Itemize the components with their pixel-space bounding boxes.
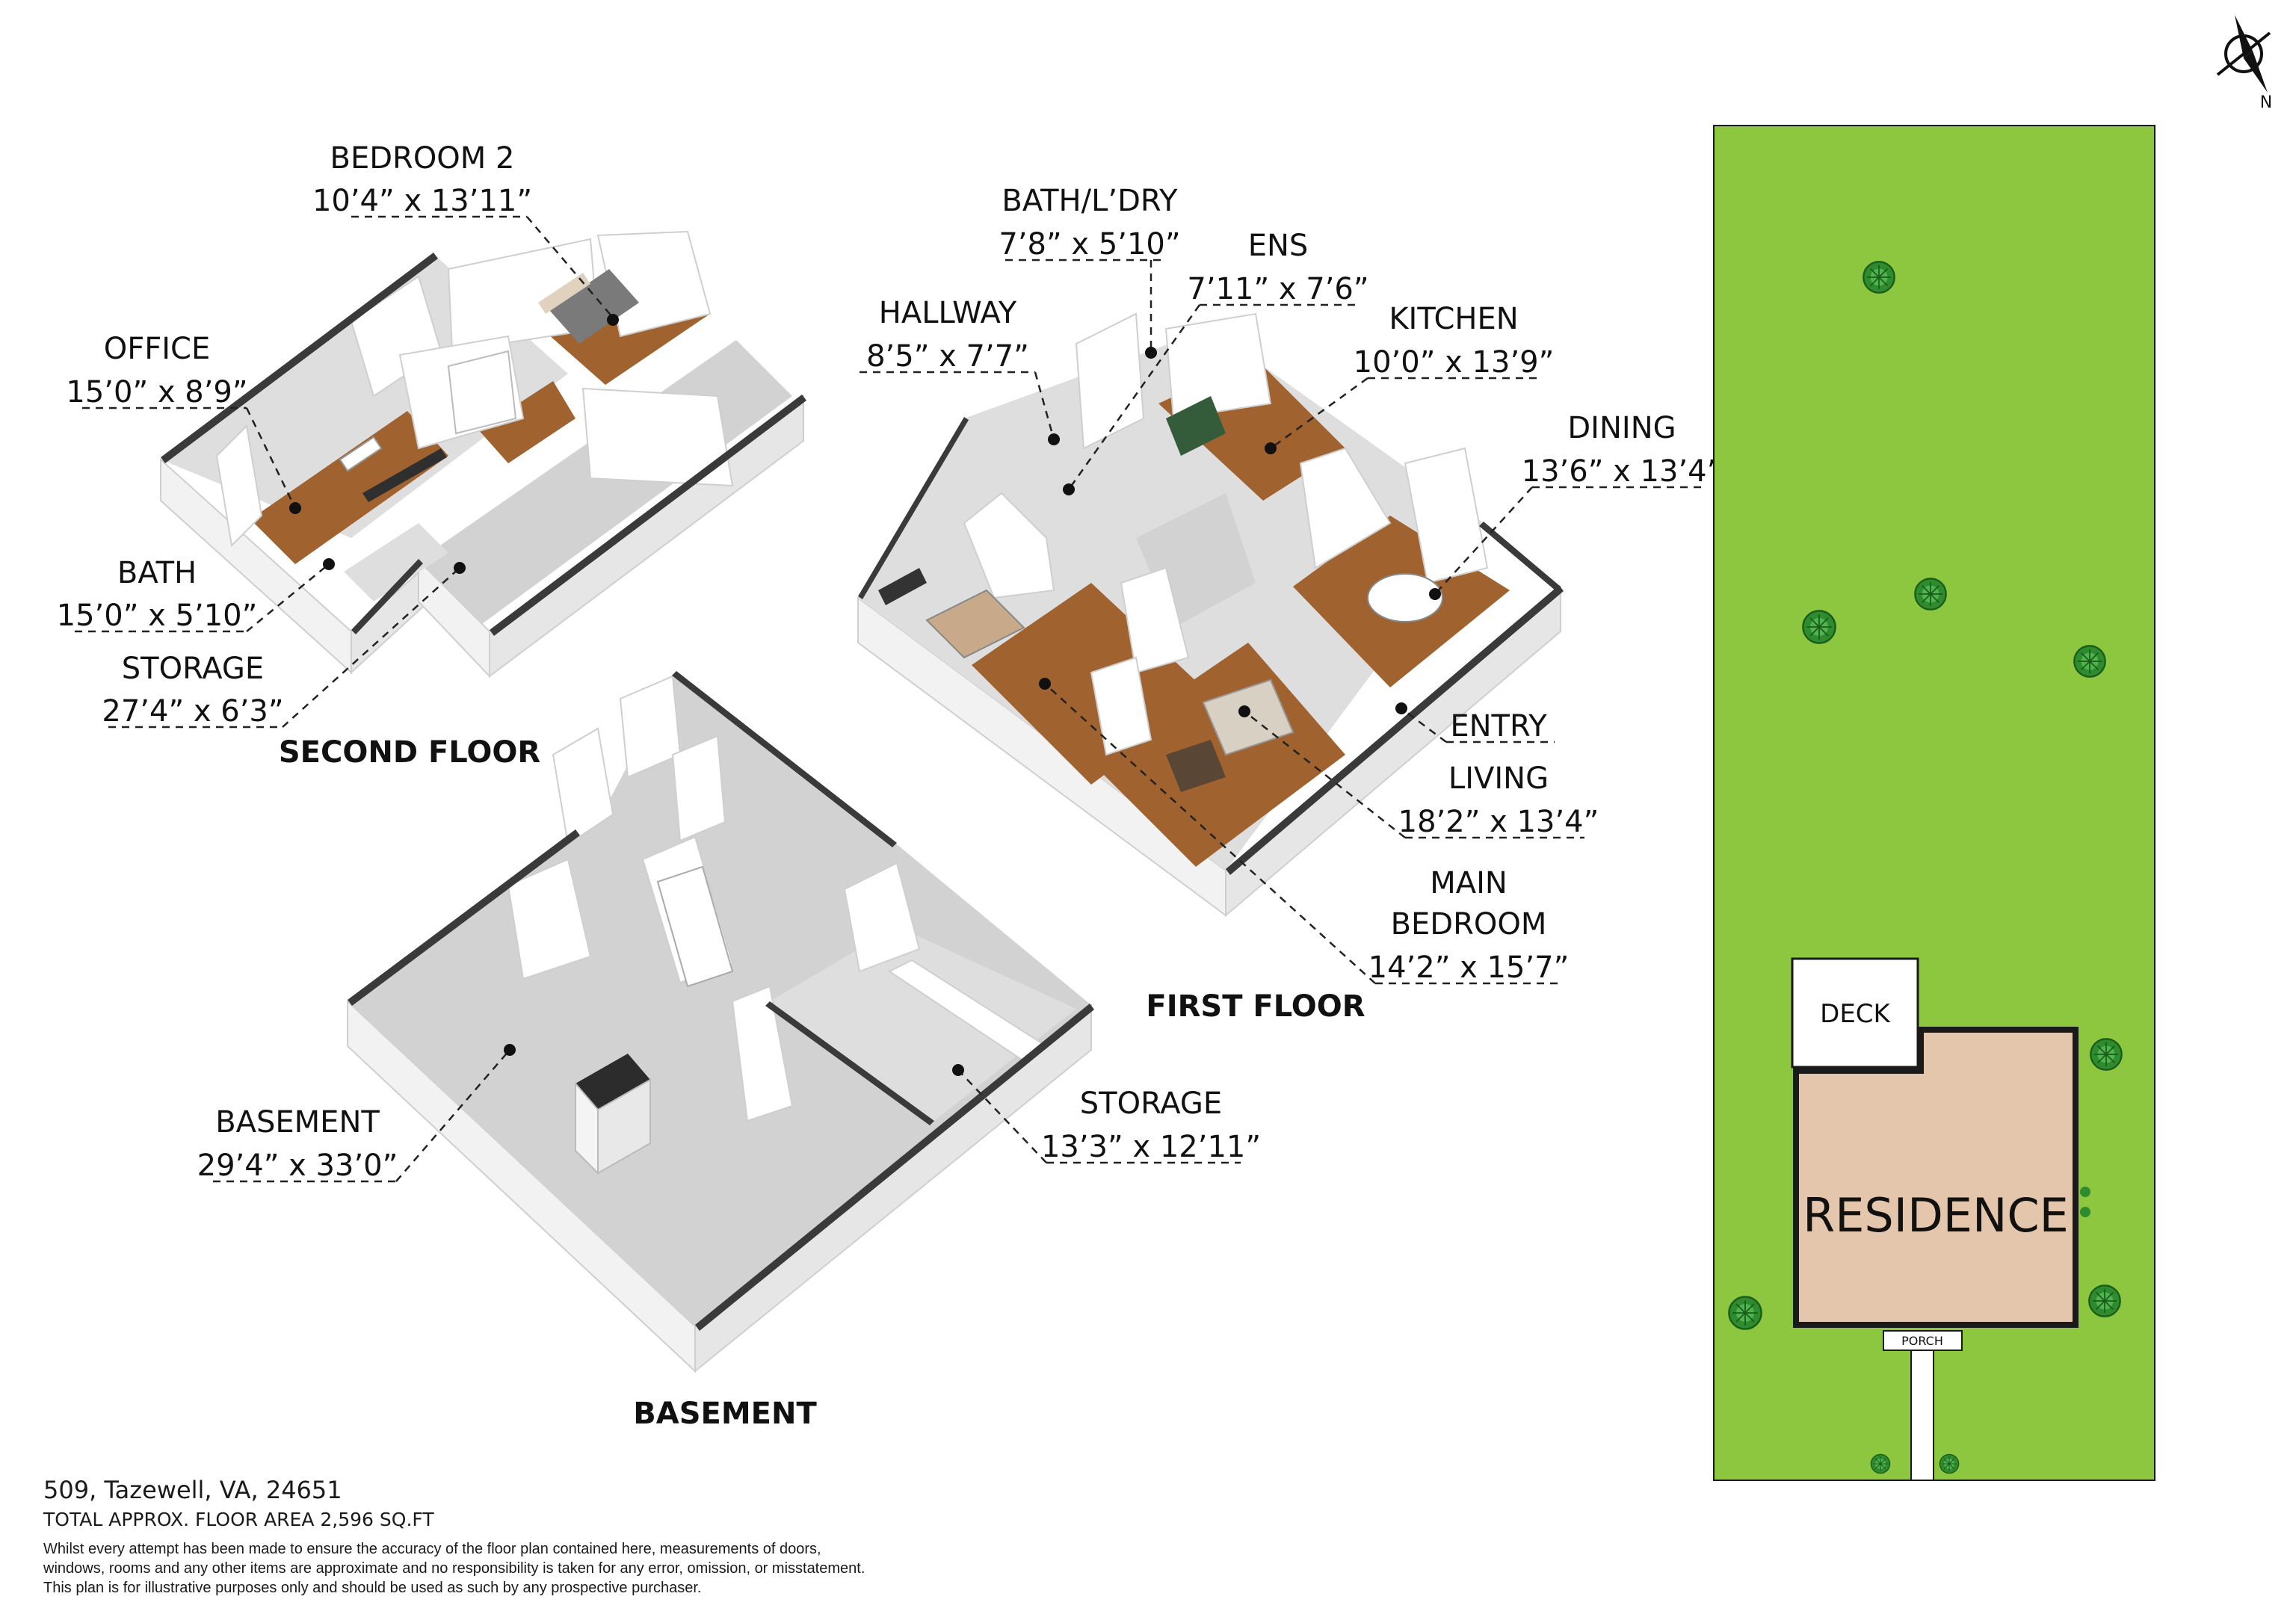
title-first-floor: FIRST FLOOR (1146, 989, 1365, 1024)
basement-model (347, 671, 1094, 1373)
tree-icon (2090, 1038, 2123, 1071)
residence-label: RESIDENCE (1803, 1188, 2069, 1243)
tree-icon (1870, 1453, 1891, 1474)
label-basement-room: BASEMENT 29’4” x 33’0” (197, 1044, 516, 1183)
label-dining: DINING 13’6” x 13’4” (1429, 411, 1722, 600)
porch-label: PORCH (1901, 1334, 1943, 1348)
svg-text:MAIN: MAIN (1430, 866, 1507, 900)
label-entry: ENTRY (1395, 702, 1555, 744)
svg-text:OFFICE: OFFICE (104, 332, 211, 366)
label-storage-second: STORAGE 27’4” x 6’3” (102, 562, 466, 729)
label-kitchen: KITCHEN 10’0” x 13’9” (1265, 302, 1554, 454)
svg-text:14’2” x 15’7”: 14’2” x 15’7” (1368, 950, 1570, 985)
svg-text:DINING: DINING (1567, 411, 1676, 445)
path (1910, 1350, 1934, 1481)
svg-text:10’0” x 13’9”: 10’0” x 13’9” (1354, 345, 1555, 380)
tree-icon (1863, 261, 1895, 294)
svg-text:KITCHEN: KITCHEN (1389, 302, 1518, 336)
title-second-floor: SECOND FLOOR (279, 735, 540, 770)
svg-text:STORAGE: STORAGE (1080, 1086, 1222, 1121)
disclaimer-line-3: This plan is for illustrative purposes o… (43, 1580, 702, 1596)
second-floor-model (160, 230, 806, 678)
svg-text:10’4” x 13’11”: 10’4” x 13’11” (312, 184, 532, 218)
compass-icon: N (2216, 15, 2272, 112)
shrub-icon (2080, 1207, 2090, 1217)
footer: 509, Tazewell, VA, 24651 TOTAL APPROX. F… (43, 1476, 1164, 1598)
svg-text:BEDROOM 2: BEDROOM 2 (330, 141, 515, 176)
label-bedroom-2: BEDROOM 2 10’4” x 13’11” (312, 141, 619, 326)
tree-icon (1939, 1453, 1960, 1474)
deck (1791, 957, 1919, 1069)
label-bath: BATH 15’0” x 5’10” (57, 556, 335, 633)
svg-text:BASEMENT: BASEMENT (215, 1105, 380, 1140)
residence (1793, 1027, 2079, 1328)
label-living: LIVING 18’2” x 13’4” (1238, 705, 1599, 839)
svg-text:7’11” x 7’6”: 7’11” x 7’6” (1187, 272, 1368, 306)
tree-icon (1914, 578, 1947, 610)
svg-text:15’0” x 5’10”: 15’0” x 5’10” (57, 599, 258, 633)
svg-text:29’4” x 33’0”: 29’4” x 33’0” (197, 1149, 398, 1183)
svg-text:BATH/L’DRY: BATH/L’DRY (1002, 184, 1178, 218)
label-main-bedroom: MAIN BEDROOM 14’2” x 15’7” (1039, 678, 1569, 985)
tree-icon (1802, 610, 1836, 644)
label-office: OFFICE 15’0” x 8’9” (66, 332, 301, 514)
label-bath-laundry: BATH/L’DRY 7’8” x 5’10” (999, 184, 1181, 359)
title-basement: BASEMENT (633, 1397, 817, 1431)
label-storage-basement: STORAGE 13’3” x 12’11” (952, 1064, 1261, 1164)
svg-text:13’3” x 12’11”: 13’3” x 12’11” (1041, 1130, 1261, 1164)
svg-text:LIVING: LIVING (1448, 761, 1549, 796)
deck-label: DECK (1820, 999, 1891, 1029)
svg-text:HALLWAY: HALLWAY (879, 296, 1017, 330)
tree-icon (1728, 1296, 1762, 1330)
svg-text:7’8” x 5’10”: 7’8” x 5’10” (999, 227, 1180, 262)
svg-text:ENTRY: ENTRY (1450, 709, 1547, 744)
address: 509, Tazewell, VA, 24651 (43, 1476, 342, 1504)
tree-icon (2088, 1285, 2121, 1317)
svg-text:8’5” x 7’7”: 8’5” x 7’7” (866, 339, 1029, 374)
svg-text:BATH: BATH (117, 556, 197, 590)
svg-text:15’0” x 8’9”: 15’0” x 8’9” (66, 375, 247, 409)
svg-text:27’4” x 6’3”: 27’4” x 6’3” (102, 694, 283, 729)
disclaimer-line-1: Whilst every attempt has been made to en… (43, 1541, 821, 1557)
svg-text:ENS: ENS (1248, 229, 1309, 263)
svg-text:N: N (2260, 93, 2272, 112)
porch (1883, 1330, 1963, 1351)
tree-icon (2073, 645, 2106, 678)
first-floor-model (857, 312, 1564, 918)
site-plan: DECK RESIDENCE PORCH (1713, 125, 2155, 1481)
label-ens: ENS 7’11” x 7’6” (1063, 229, 1369, 495)
label-hallway: HALLWAY 8’5” x 7’7” (860, 296, 1060, 445)
svg-text:18’2” x 13’4”: 18’2” x 13’4” (1398, 805, 1599, 839)
svg-text:13’6” x 13’4”: 13’6” x 13’4” (1522, 454, 1723, 489)
svg-text:STORAGE: STORAGE (122, 652, 264, 686)
total-area: TOTAL APPROX. FLOOR AREA 2,596 SQ.FT (43, 1509, 434, 1530)
disclaimer-line-2: windows, rooms and any other items are a… (43, 1560, 865, 1577)
shrub-icon (2080, 1187, 2090, 1197)
svg-text:BEDROOM: BEDROOM (1391, 907, 1547, 942)
